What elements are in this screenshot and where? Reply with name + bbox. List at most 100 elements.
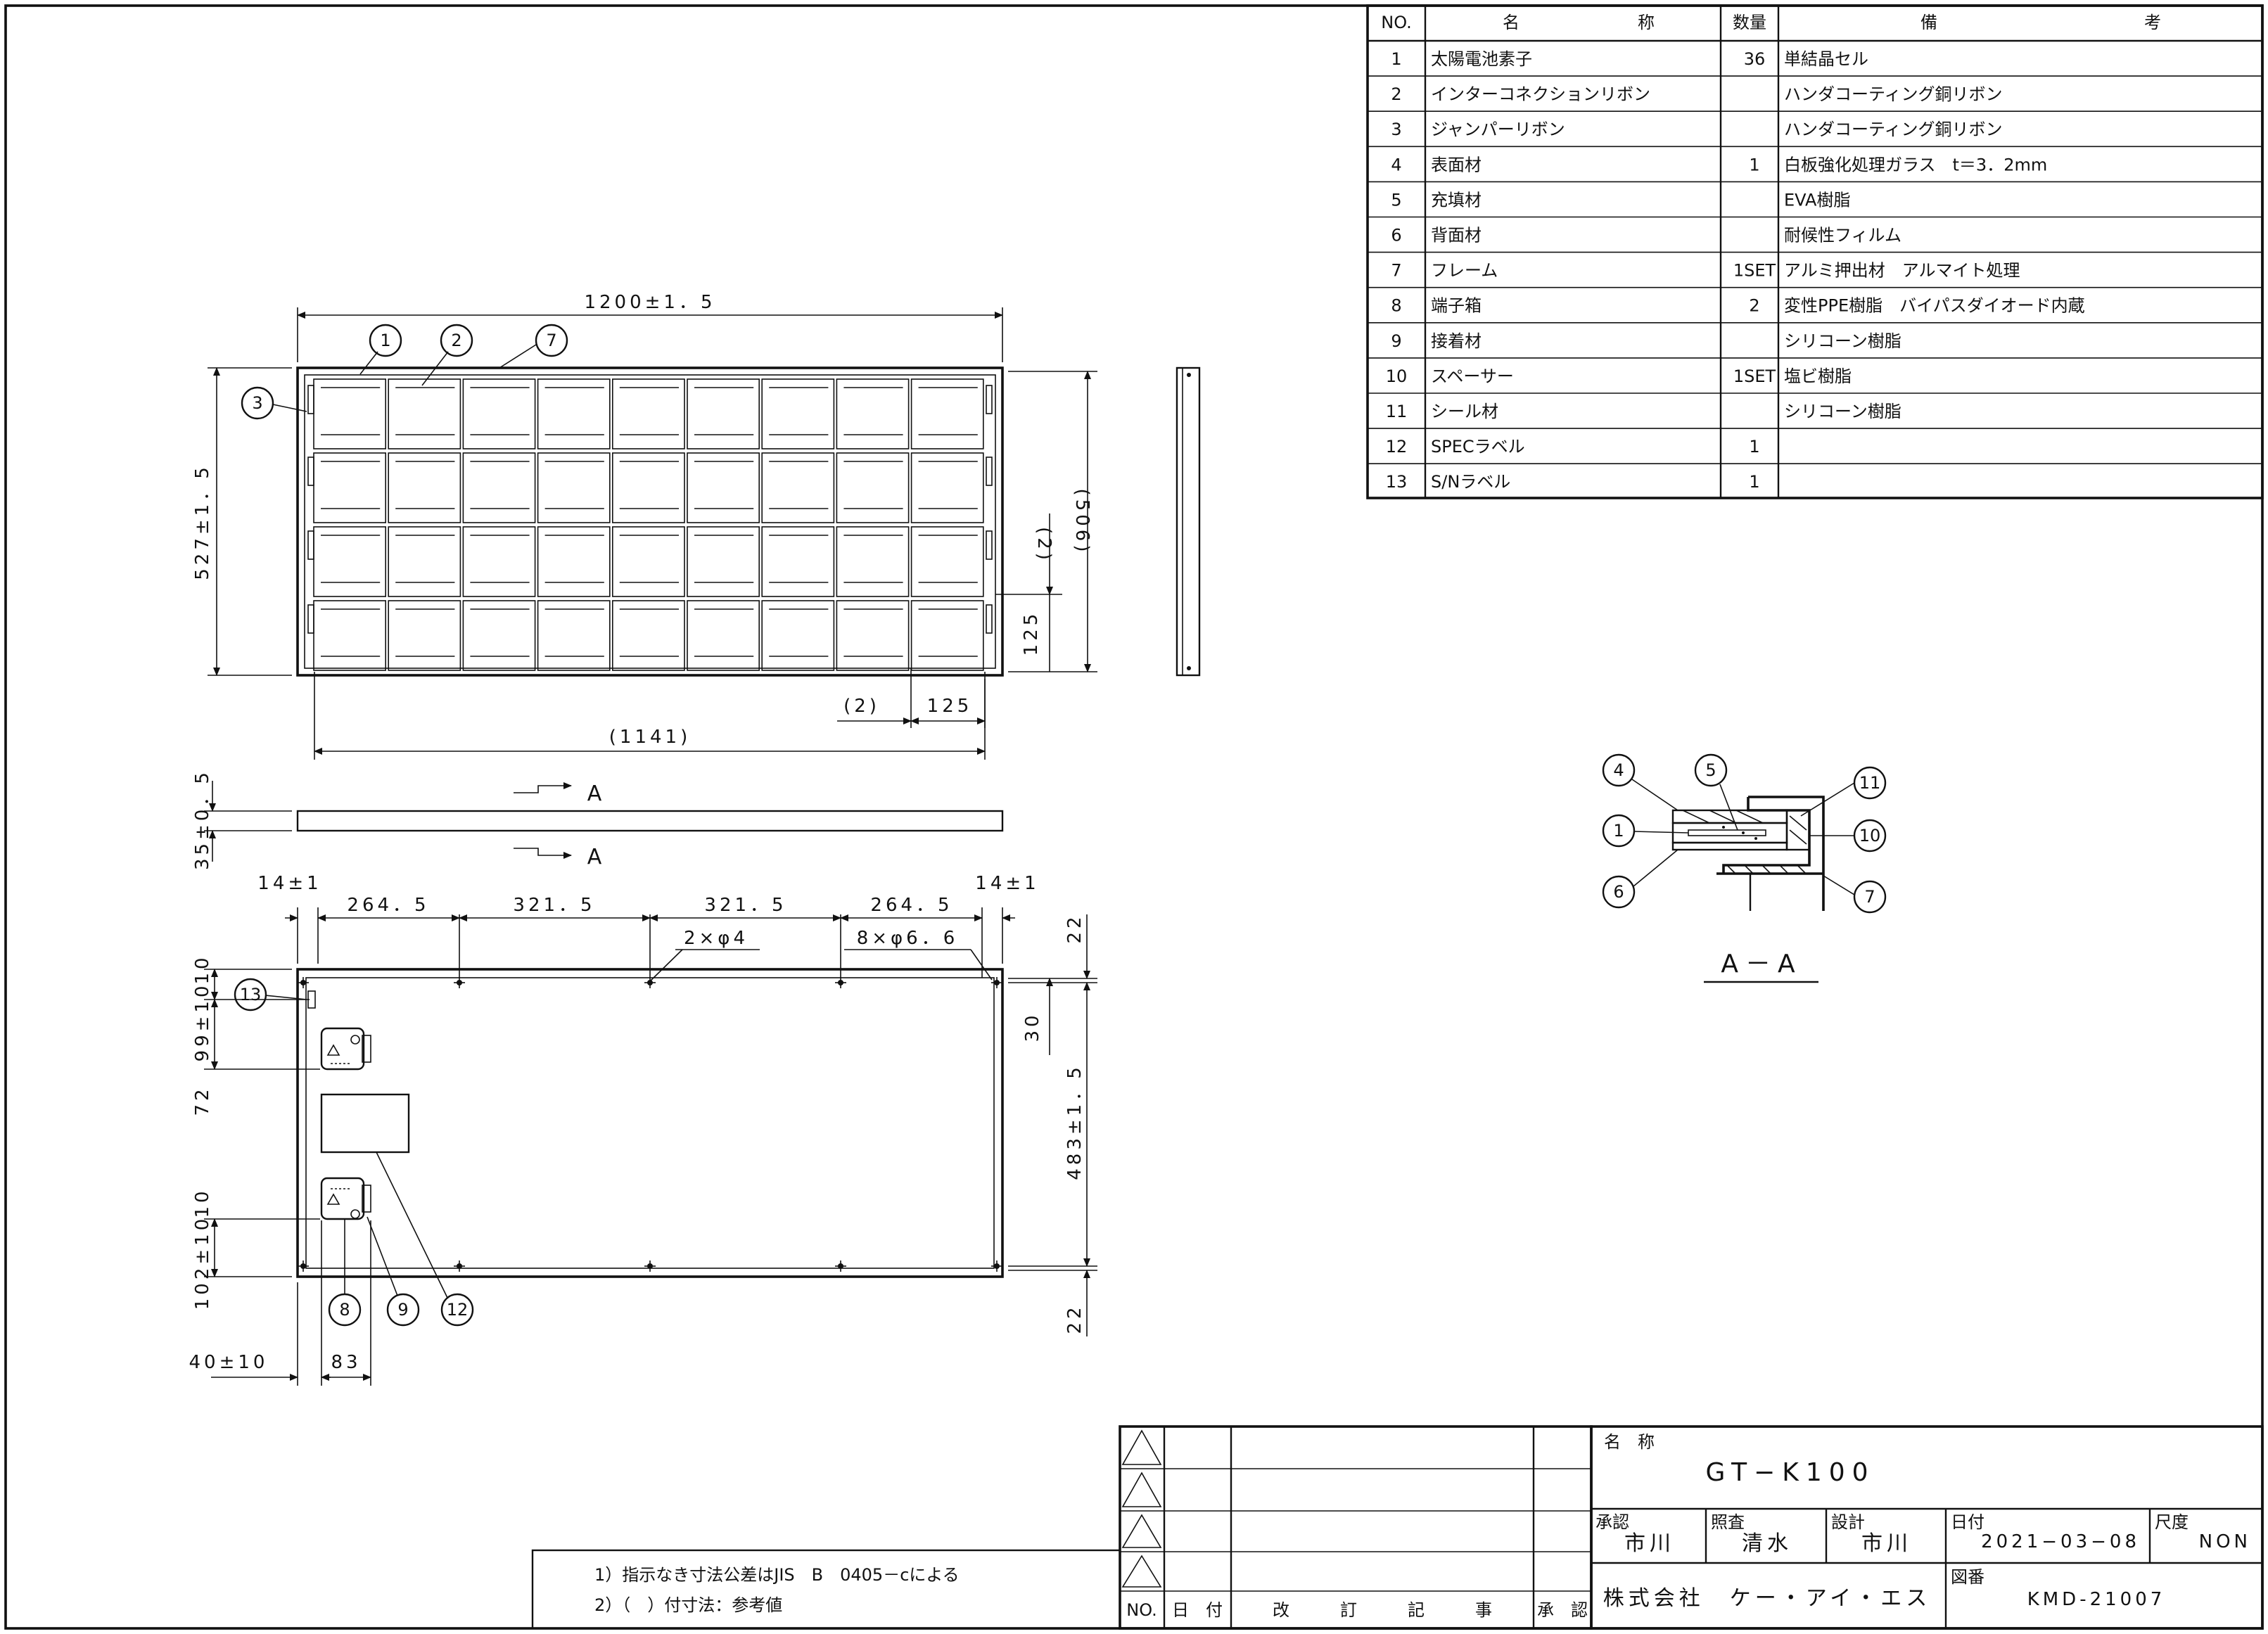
solar-cell: [761, 600, 835, 671]
table-cell-note: 塩ビ樹脂: [1784, 366, 1852, 386]
solar-cell: [761, 378, 835, 449]
table-cell-no: 7: [1391, 261, 1401, 281]
table-cell-note: 単結晶セル: [1784, 49, 1868, 69]
table-cell-name: ジャンパーリボン: [1431, 120, 1565, 139]
svg-text:7: 7: [546, 331, 556, 350]
notes-box: 1）指示なき寸法公差はJIS B 0405－cによる 2）（ ）付寸法：参考値: [531, 1549, 1121, 1630]
table-cell-name: S/Nラベル: [1431, 472, 1510, 492]
mounting-hole: [644, 977, 656, 988]
dim-width-label: 1200±1．5: [584, 292, 715, 313]
section-mark-bottom: A: [587, 845, 606, 869]
front-view: 1200±1．5 527±1．5 (506) (2) 125 (2) 125 (…: [192, 292, 1097, 760]
table-cell-name: 太陽電池素子: [1431, 49, 1532, 69]
title-drawing-no-value: KMD-21007: [2027, 1589, 2166, 1610]
dim-2-bottom-label: (2): [843, 696, 880, 717]
revision-triangle-icon: [1121, 1514, 1162, 1548]
table-cell-name: 充填材: [1431, 190, 1482, 210]
solar-cell: [537, 452, 611, 523]
title-scale-label: 尺度: [2155, 1512, 2189, 1532]
rev-header-date: 日 付: [1172, 1600, 1223, 1620]
section-balloon-5: [1694, 753, 1728, 787]
title-approve-label: 承認: [1595, 1512, 1629, 1532]
junction-box-2: [320, 1177, 371, 1220]
table-cell-no: 11: [1386, 402, 1408, 421]
table-cell-no: 4: [1391, 155, 1401, 174]
table-header-note-a: 備: [1920, 13, 1937, 32]
hole-note-1: 2×φ4: [684, 928, 748, 949]
table-cell-no: 2: [1391, 84, 1401, 104]
table-cell-no: 6: [1391, 226, 1401, 245]
solar-cell: [537, 378, 611, 449]
section-mark-top: A: [587, 781, 606, 806]
table-row: 3 ジャンパーリボン ハンダコーティング銅リボン: [1391, 120, 2002, 139]
table-cell-no: 5: [1391, 190, 1401, 210]
mounting-hole: [454, 977, 465, 988]
balloon-7: [535, 324, 568, 357]
rev-header-approve: 承 認: [1537, 1600, 1588, 1620]
spec-label: [320, 1093, 410, 1154]
solar-cell: [313, 526, 386, 597]
solar-cell: [537, 526, 611, 597]
solar-cell: [611, 526, 685, 597]
table-cell-no: 1: [1391, 49, 1401, 69]
table-cell-qty: 1: [1749, 472, 1759, 492]
balloon-13: [234, 978, 267, 1011]
mounting-hole: [298, 1260, 309, 1272]
solar-cell: [611, 378, 685, 449]
table-cell-no: 10: [1386, 366, 1408, 386]
title-check-value: 清水: [1742, 1531, 1792, 1556]
dim-40-label: 40±10: [189, 1352, 269, 1373]
revision-triangle-icon: [1121, 1555, 1162, 1588]
mounting-hole: [835, 977, 846, 988]
revision-triangle-icon: [1121, 1429, 1162, 1465]
table-header-name-b: 称: [1638, 13, 1655, 32]
junction-box-1: [320, 1027, 371, 1071]
mounting-hole: [991, 977, 1002, 988]
solar-cell: [313, 452, 386, 523]
title-name-value: GT−K100: [1705, 1458, 1875, 1487]
solar-cell: [910, 600, 984, 671]
dim-14-right-label: 14±1: [975, 873, 1039, 894]
note-2: 2）（ ）付寸法：参考値: [594, 1595, 782, 1615]
table-cell-no: 3: [1391, 120, 1401, 139]
table-cell-qty: 2: [1749, 296, 1759, 316]
dim-83-label: 83: [331, 1352, 361, 1373]
module-frame-back: [296, 968, 1004, 1278]
title-approve-value: 市川: [1624, 1531, 1675, 1556]
section-aa-detail: 4 5 11 1 10 6 7 A－A: [1602, 753, 1887, 983]
table-cell-name: 端子箱: [1431, 296, 1482, 316]
dim-2-right-label: (2): [1033, 527, 1055, 563]
title-company: 株式会社 ケー・アイ・エス: [1603, 1586, 1932, 1611]
table-cell-qty: 1: [1749, 155, 1759, 174]
solar-cell: [388, 452, 461, 523]
rev-header-content: 改 訂 記 事: [1273, 1600, 1492, 1620]
solar-cell: [836, 600, 910, 671]
note-1: 1）指示なき寸法公差はJIS B 0405－cによる: [594, 1565, 960, 1585]
svg-text:8: 8: [339, 1300, 350, 1320]
table-cell-note: ハンダコーティング銅リボン: [1784, 120, 2003, 139]
table-cell-note: ハンダコーティング銅リボン: [1784, 84, 2003, 104]
balloon-8: [328, 1293, 362, 1327]
svg-text:7: 7: [1864, 887, 1875, 907]
dim-264-right-label: 264．5: [870, 895, 953, 916]
side-view: 35±0．5 A A: [192, 769, 1004, 870]
solar-cell: [388, 526, 461, 597]
table-cell-note: 耐候性フィルム: [1784, 226, 1901, 245]
dim-10-bottom-label: 10: [192, 1187, 213, 1218]
solar-cell: [462, 600, 536, 671]
section-balloon-1: [1602, 814, 1636, 848]
solar-cell: [687, 452, 760, 523]
table-cell-note: 変性PPE樹脂 バイパスダイオード内蔵: [1784, 296, 2085, 316]
dim-1141-label: (1141): [609, 727, 691, 748]
title-date-value: 2021−03−08: [1981, 1531, 2140, 1552]
solar-cell: [462, 378, 536, 449]
table-cell-qty: 1: [1749, 437, 1759, 457]
